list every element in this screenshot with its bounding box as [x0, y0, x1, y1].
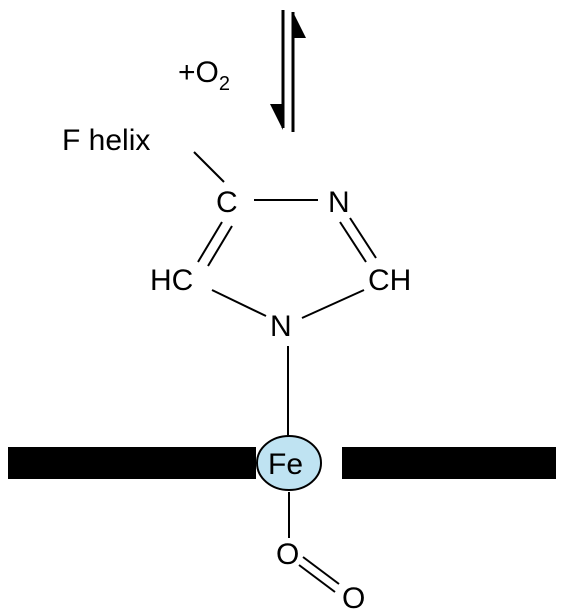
- heme-plane-left: [8, 447, 256, 479]
- atom-hc: HC: [150, 264, 193, 297]
- imidazole-ring-bonds: [197, 199, 377, 319]
- bond-c-hc-b: [207, 225, 233, 267]
- f-helix-connector: [193, 151, 225, 183]
- oxygen-label-subscript: 2: [219, 73, 230, 95]
- oxygen-addition-label: +O2: [178, 56, 230, 95]
- atom-c-ring: C: [216, 186, 238, 219]
- atom-n-top: N: [328, 186, 350, 219]
- bond-o-o-a: [302, 556, 340, 585]
- iron-atom-circle: [256, 435, 322, 491]
- oxygen-label-prefix: +O: [178, 56, 219, 89]
- atom-n-bottom: N: [270, 310, 292, 343]
- bond-ch-n: [301, 289, 365, 319]
- bond-c-hc-a: [197, 221, 223, 263]
- forward-arrow-head: [293, 12, 306, 38]
- f-helix-label: F helix: [62, 124, 150, 157]
- heme-plane-right: [342, 447, 556, 479]
- bond-hc-n: [211, 289, 267, 317]
- atom-oxygen-1: O: [276, 538, 299, 571]
- atom-fe: Fe: [268, 448, 303, 481]
- atom-oxygen-2: O: [342, 582, 365, 615]
- bond-n-ch-b: [349, 217, 377, 259]
- atom-ch: CH: [368, 264, 411, 297]
- reverse-arrow-head: [270, 104, 283, 130]
- equilibrium-arrows: [270, 10, 306, 132]
- bond-o-o-b: [298, 564, 336, 593]
- bond-n-ch-a: [339, 221, 367, 263]
